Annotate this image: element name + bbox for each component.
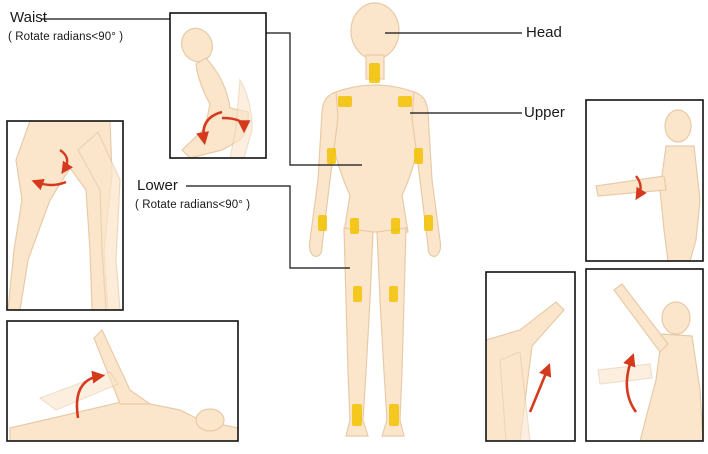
panel-seated-arm-raise	[586, 269, 703, 441]
waist-label: Waist	[10, 9, 47, 26]
head-label: Head	[526, 24, 562, 41]
panel-leg-raise	[7, 321, 238, 441]
panel-arm-raise	[486, 272, 575, 441]
upper-label: Upper	[524, 104, 565, 121]
panel-arm-twist	[586, 100, 703, 261]
lower-note: ( Rotate radians<90° )	[135, 199, 250, 211]
lower-label: Lower	[137, 177, 178, 194]
panel-waist-bend	[170, 13, 266, 158]
waist-note: ( Rotate radians<90° )	[8, 31, 123, 43]
panel-knee-rotate	[7, 121, 123, 310]
